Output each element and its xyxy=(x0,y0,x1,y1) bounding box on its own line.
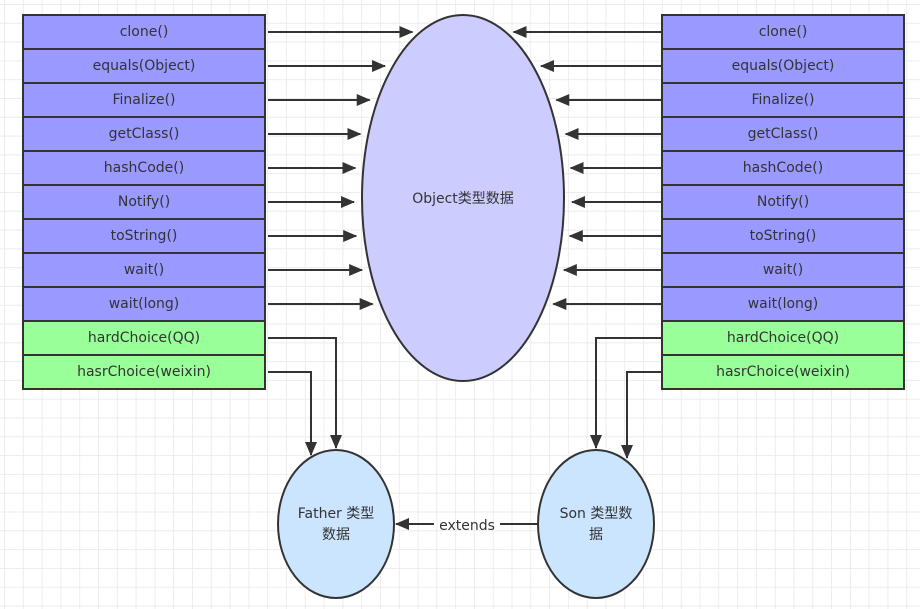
custom-method-arrow-son xyxy=(590,337,661,449)
right-table-row[interactable]: equals(Object) xyxy=(663,50,903,82)
custom-method-arrow-son xyxy=(621,371,661,459)
left-table-row[interactable]: equals(Object) xyxy=(24,50,264,82)
custom-method-arrow-father xyxy=(268,337,342,449)
right-table-row[interactable]: clone() xyxy=(663,16,903,48)
right-table-row[interactable]: hashCode() xyxy=(663,152,903,184)
right-table-row[interactable]: wait(long) xyxy=(663,288,903,320)
left-table-row[interactable]: toString() xyxy=(24,220,264,252)
son-node[interactable] xyxy=(537,449,655,599)
right-table-row[interactable]: wait() xyxy=(663,254,903,286)
father-node[interactable] xyxy=(277,449,395,599)
extends-edge-label: extends xyxy=(439,518,495,534)
object-node[interactable] xyxy=(361,14,565,382)
right-table-row[interactable]: Notify() xyxy=(663,186,903,218)
left-table-row[interactable]: clone() xyxy=(24,16,264,48)
left-table-row[interactable]: getClass() xyxy=(24,118,264,150)
father-node-label-line1: Father 类型 xyxy=(298,506,375,522)
right-method-table: clone()equals(Object)Finalize()getClass(… xyxy=(661,14,905,390)
right-table-row[interactable]: hardChoice(QQ) xyxy=(663,322,903,354)
left-table-row[interactable]: wait(long) xyxy=(24,288,264,320)
left-table-row[interactable]: hardChoice(QQ) xyxy=(24,322,264,354)
left-table-row[interactable]: Notify() xyxy=(24,186,264,218)
left-table-row[interactable]: Finalize() xyxy=(24,84,264,116)
left-table-row[interactable]: hashCode() xyxy=(24,152,264,184)
custom-method-arrow-father xyxy=(268,371,317,456)
right-table-row[interactable]: toString() xyxy=(663,220,903,252)
object-node-label: Object类型数据 xyxy=(412,191,514,207)
right-table-row[interactable]: Finalize() xyxy=(663,84,903,116)
right-table-row[interactable]: hasrChoice(weixin) xyxy=(663,356,903,388)
right-table-row[interactable]: getClass() xyxy=(663,118,903,150)
son-node-label-line2: 据 xyxy=(589,527,603,543)
edges-group xyxy=(268,26,661,459)
left-method-table: clone()equals(Object)Finalize()getClass(… xyxy=(22,14,266,390)
left-table-row[interactable]: wait() xyxy=(24,254,264,286)
father-node-label-line2: 数据 xyxy=(322,527,350,543)
son-node-label-line1: Son 类型数 xyxy=(560,506,633,522)
left-table-row[interactable]: hasrChoice(weixin) xyxy=(24,356,264,388)
